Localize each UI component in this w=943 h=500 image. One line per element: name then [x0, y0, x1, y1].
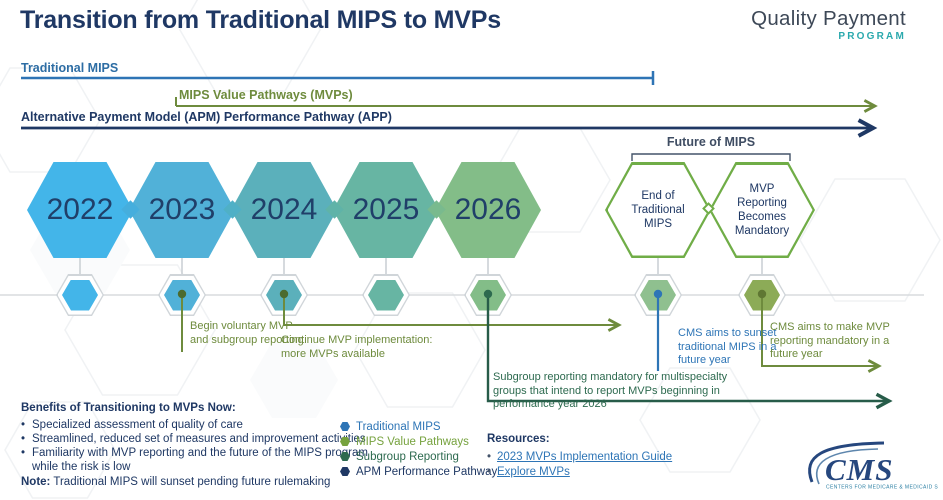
cms-logo-text: CMS — [825, 452, 893, 487]
resource-item: • Explore MVPs — [487, 464, 672, 479]
cms-logo-subtext: CENTERS FOR MEDICARE & MEDICAID SERVICES — [826, 485, 938, 491]
year-hexagon-2023: 2023 — [129, 162, 235, 258]
legend-dot-icon — [340, 437, 350, 446]
qpp-logo-text: Quality Payment — [751, 7, 906, 30]
legend: Traditional MIPS MIPS Value Pathways Sub… — [340, 419, 497, 479]
app-pathway-label: Alternative Payment Model (APM) Performa… — [21, 110, 392, 124]
benefit-text: Familiarity with MVP reporting and the f… — [32, 447, 368, 473]
resources-heading: Resources: — [487, 433, 550, 445]
resources-block: Resources: • 2023 MVPs Implementation Gu… — [487, 433, 672, 479]
bullet-icon: • — [21, 419, 26, 431]
legend-label: Subgroup Reporting — [356, 450, 459, 463]
annotation-continue-mvp: Continue MVP implementation: more MVPs a… — [281, 334, 433, 360]
benefit-item: • Streamlined, reduced set of measures a… — [21, 432, 369, 446]
legend-item-subgroup-reporting: Subgroup Reporting — [340, 449, 497, 464]
resource-item: • 2023 MVPs Implementation Guide — [487, 449, 672, 464]
qpp-logo-subtext: PROGRAM — [838, 31, 906, 42]
legend-item-apm-pathway: APM Performance Pathway — [340, 464, 497, 479]
end-of-traditional-mips-text: End of Traditional MIPS — [631, 190, 685, 230]
cms-logo-graphic: CMS CENTERS FOR MEDICARE & MEDICAID SERV… — [808, 441, 938, 491]
legend-label: Traditional MIPS — [356, 420, 441, 433]
legend-item-mvp-pathways: MIPS Value Pathways — [340, 434, 497, 449]
page-title: Transition from Traditional MIPS to MVPs — [20, 6, 501, 34]
legend-item-traditional-mips: Traditional MIPS — [340, 419, 497, 434]
legend-label: MIPS Value Pathways — [356, 435, 469, 448]
legend-dot-icon — [340, 422, 350, 431]
bullet-icon: • — [21, 447, 26, 459]
benefit-text: Streamlined, reduced set of measures and… — [32, 433, 366, 445]
quality-payment-program-logo: Quality Payment PROGRAM — [690, 7, 906, 42]
link-explore-mvps[interactable]: Explore MVPs — [497, 465, 570, 478]
bullet-icon: • — [487, 465, 492, 478]
mvp-mandatory-text: MVP Reporting Becomes Mandatory — [734, 183, 790, 237]
legend-label: APM Performance Pathway — [356, 465, 498, 478]
legend-dot-icon — [340, 452, 350, 461]
benefits-note: Note: Traditional MIPS will sunset pendi… — [21, 475, 369, 489]
benefit-item: • Specialized assessment of quality of c… — [21, 418, 369, 432]
annotation-mandatory: CMS aims to make MVP reporting mandatory… — [770, 321, 890, 360]
mvp-pathways-label: MIPS Value Pathways (MVPs) — [179, 88, 353, 102]
traditional-mips-label: Traditional MIPS — [21, 61, 119, 75]
benefits-heading: Benefits of Transitioning to MVPs Now: — [21, 402, 236, 414]
annotation-subgroup-mandatory: Subgroup reporting mandatory for multisp… — [493, 371, 728, 410]
legend-dot-icon — [340, 467, 350, 476]
benefit-text: Specialized assessment of quality of car… — [32, 419, 243, 431]
benefits-block: Benefits of Transitioning to MVPs Now: •… — [21, 401, 369, 489]
benefit-item: • Familiarity with MVP reporting and the… — [21, 446, 369, 474]
note-label: Note: — [21, 476, 51, 488]
cms-logo: CMS CENTERS FOR MEDICARE & MEDICAID SERV… — [798, 440, 938, 496]
note-text: Traditional MIPS will sunset pending fut… — [50, 476, 331, 488]
annotation-begin-voluntary: Begin voluntary MVP and subgroup reporti… — [190, 320, 304, 346]
bullet-icon: • — [21, 433, 26, 445]
future-of-mips-label: Future of MIPS — [666, 135, 756, 149]
mvp-mandatory-hexagon: MVP Reporting Becomes Mandatory — [709, 162, 815, 258]
bullet-icon: • — [487, 450, 492, 463]
end-of-traditional-mips-hexagon: End of Traditional MIPS — [605, 162, 711, 258]
link-2023-mvps-implementation-guide[interactable]: 2023 MVPs Implementation Guide — [497, 450, 673, 463]
